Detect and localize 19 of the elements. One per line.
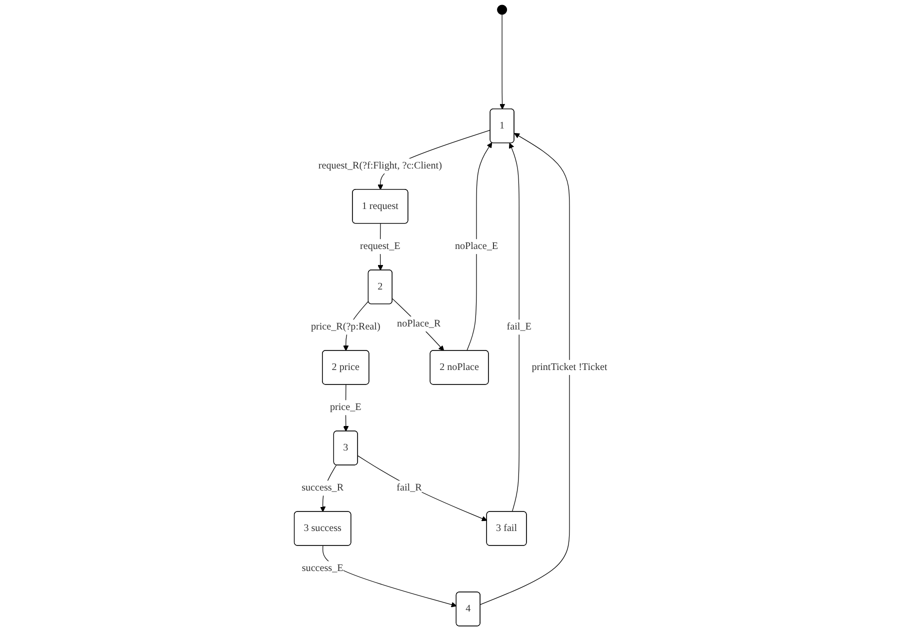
edge-label: success_E (302, 563, 344, 574)
edge-label: price_E (330, 402, 362, 413)
arrow (466, 142, 492, 352)
edge-label: noPlace_R (397, 318, 441, 330)
arrow (509, 142, 520, 512)
edge-label: request_R(?f:Flight, ?c:Client) (318, 160, 442, 172)
edge-label: printTicket !Ticket (532, 362, 608, 372)
edge-label: price_R(?p:Real) (311, 321, 381, 332)
edge-label: fail_R (396, 482, 422, 494)
edge-label: fail_E (507, 321, 532, 332)
edge-label: success_R (302, 482, 344, 494)
arrow (480, 133, 570, 605)
arrow (392, 298, 444, 351)
arrow (500, 14, 506, 110)
edge-label: noPlace_E (455, 240, 498, 252)
arrow (322, 545, 457, 608)
arrow (358, 456, 488, 522)
edge-label: request_E (360, 240, 401, 252)
node-circle (497, 4, 508, 15)
